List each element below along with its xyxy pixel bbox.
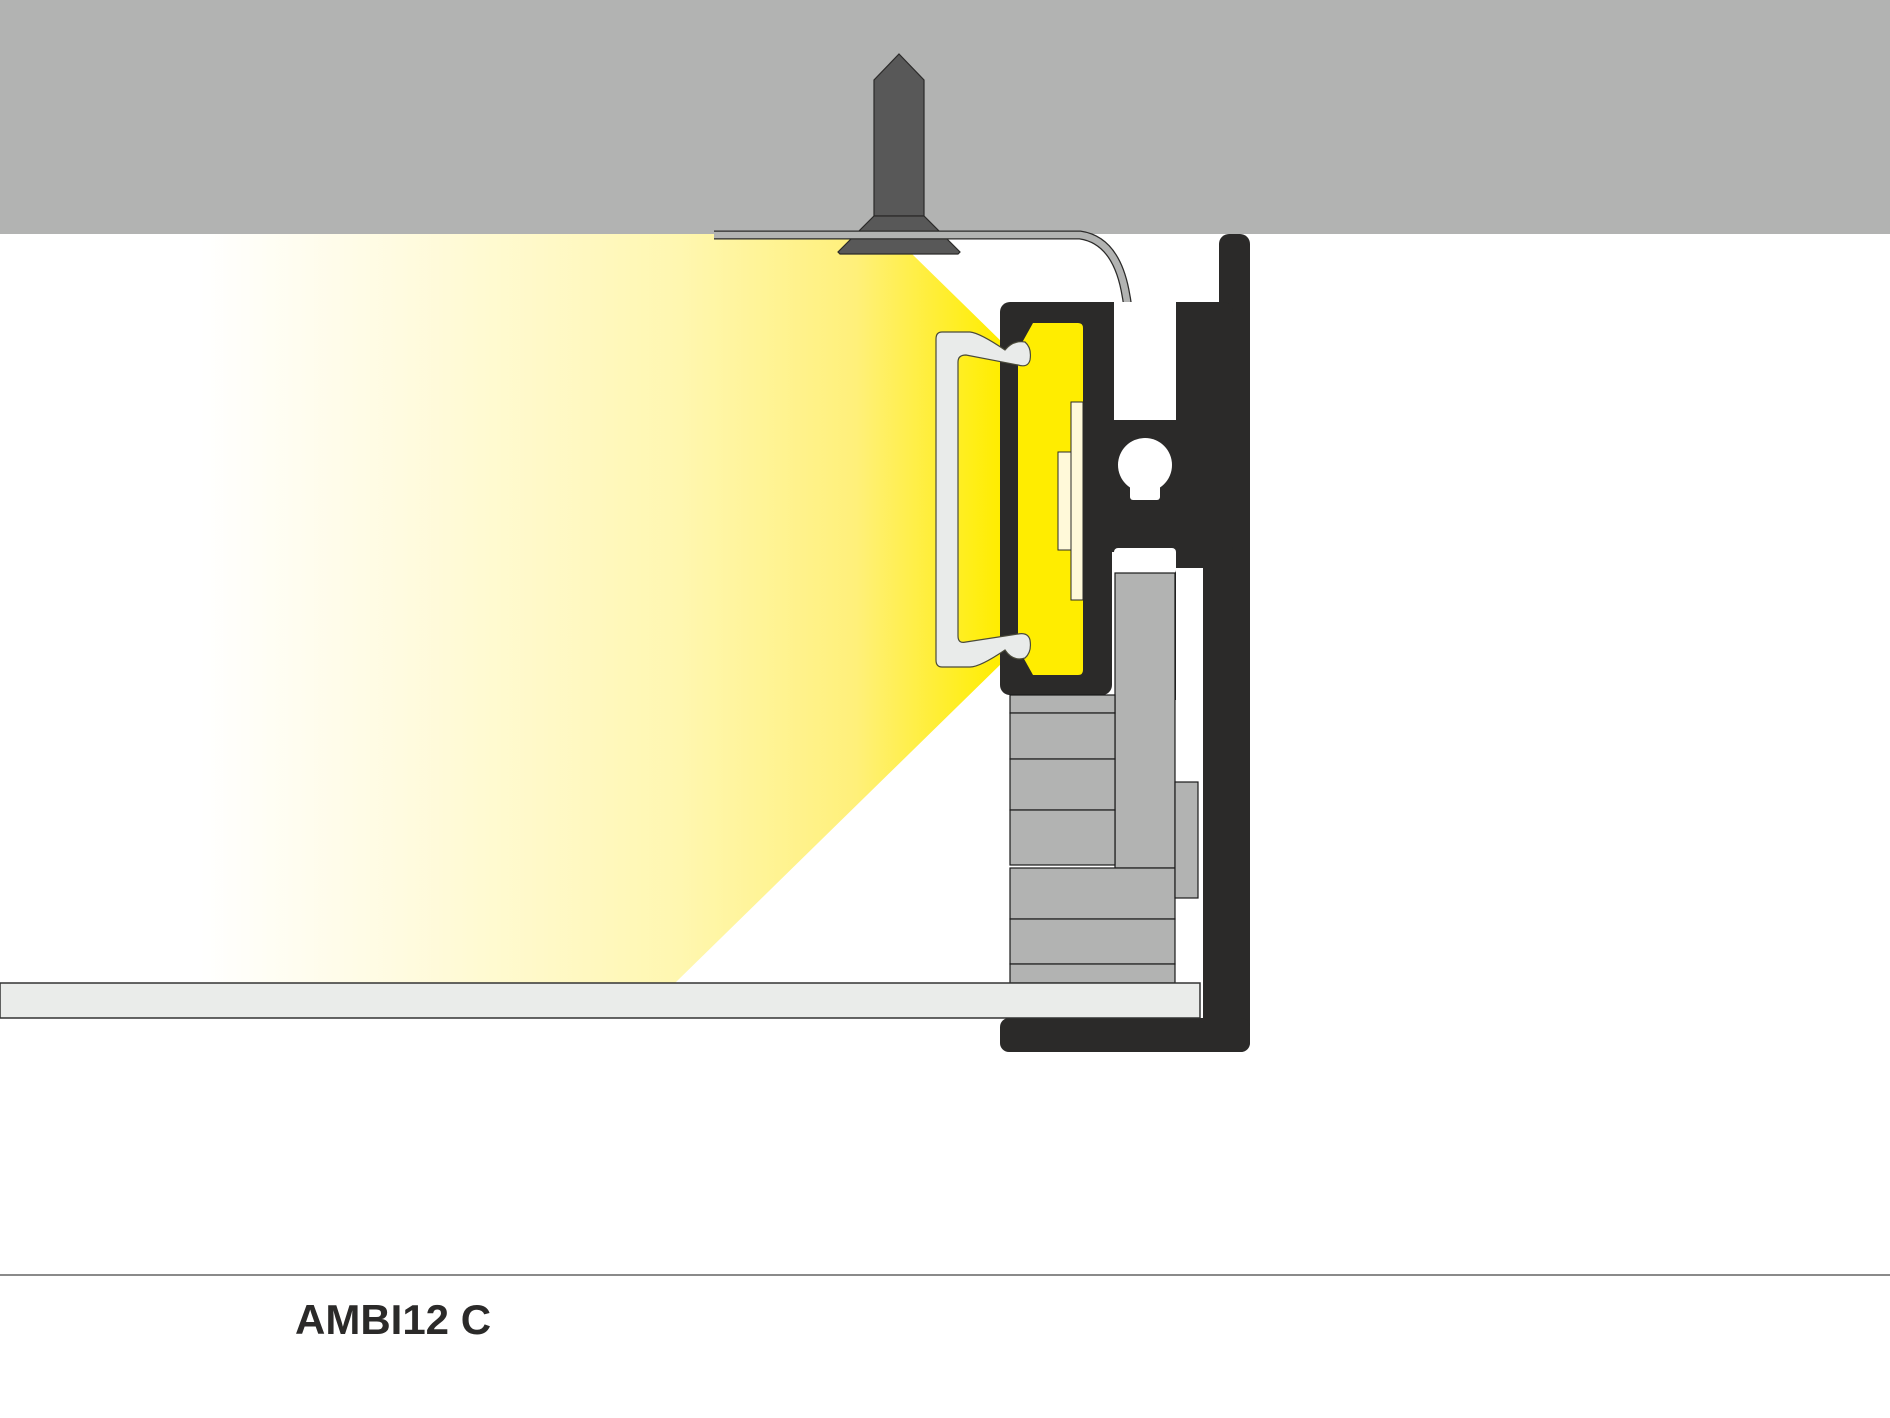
profile-cutouts [1114, 302, 1203, 1018]
spacer-blocks [1009, 572, 1199, 984]
divider-line [0, 1274, 1890, 1276]
led-strip [1057, 401, 1084, 601]
countersunk-screw-icon [837, 53, 961, 255]
light-beam [200, 234, 1005, 983]
product-title: AMBI12 C [295, 1296, 492, 1343]
diffuser-cover [935, 331, 1032, 668]
led-cavity [1018, 323, 1083, 675]
ceiling [0, 0, 1890, 234]
profile-cross-section-diagram [0, 0, 1890, 1052]
shelf-board [0, 982, 1201, 1019]
